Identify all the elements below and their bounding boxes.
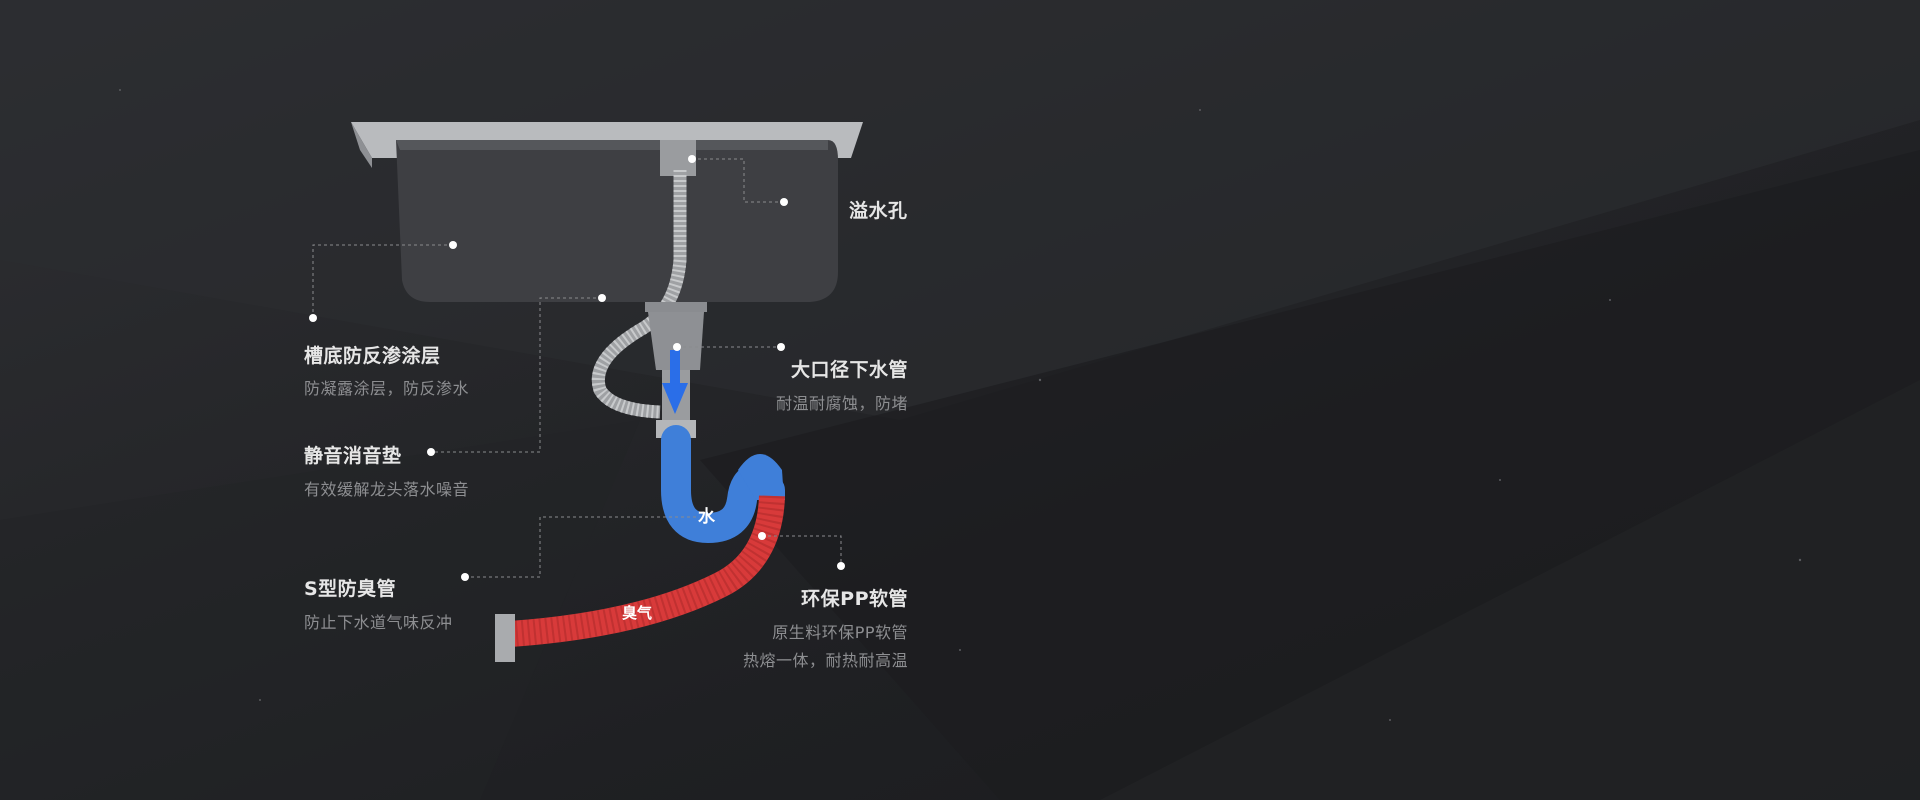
water-flow-arrow-icon [662, 350, 688, 414]
feature-desc-pp-hose-1: 原生料环保PP软管 [772, 623, 908, 642]
feature-title-drain: 大口径下水管 [790, 359, 908, 381]
odor-tag: 臭气 [622, 604, 653, 622]
feature-desc-coating: 防凝露涂层，防反渗水 [304, 379, 470, 398]
feature-desc-pp-hose-2: 热熔一体，耐热耐高温 [742, 651, 908, 670]
water-tag: 水 [698, 507, 715, 527]
feature-title-pp-hose: 环保PP软管 [801, 588, 908, 610]
feature-desc-drain: 耐温耐腐蚀，防堵 [775, 394, 908, 413]
feature-desc-s-trap: 防止下水道气味反冲 [304, 613, 453, 632]
feature-title-overflow: 溢水孔 [849, 200, 908, 222]
hose-connector [495, 614, 515, 662]
drain-pipe [648, 312, 704, 370]
feature-title-coating: 槽底防反渗涂层 [304, 345, 441, 367]
feature-title-pad: 静音消音垫 [304, 445, 402, 467]
leader-lines [312, 158, 842, 578]
callout-dots [309, 155, 845, 581]
feature-title-s-trap: S型防臭管 [304, 578, 397, 600]
feature-desc-pad: 有效缓解龙头落水噪音 [304, 480, 470, 499]
sink-basin [396, 140, 838, 302]
star-specks [119, 89, 1802, 721]
